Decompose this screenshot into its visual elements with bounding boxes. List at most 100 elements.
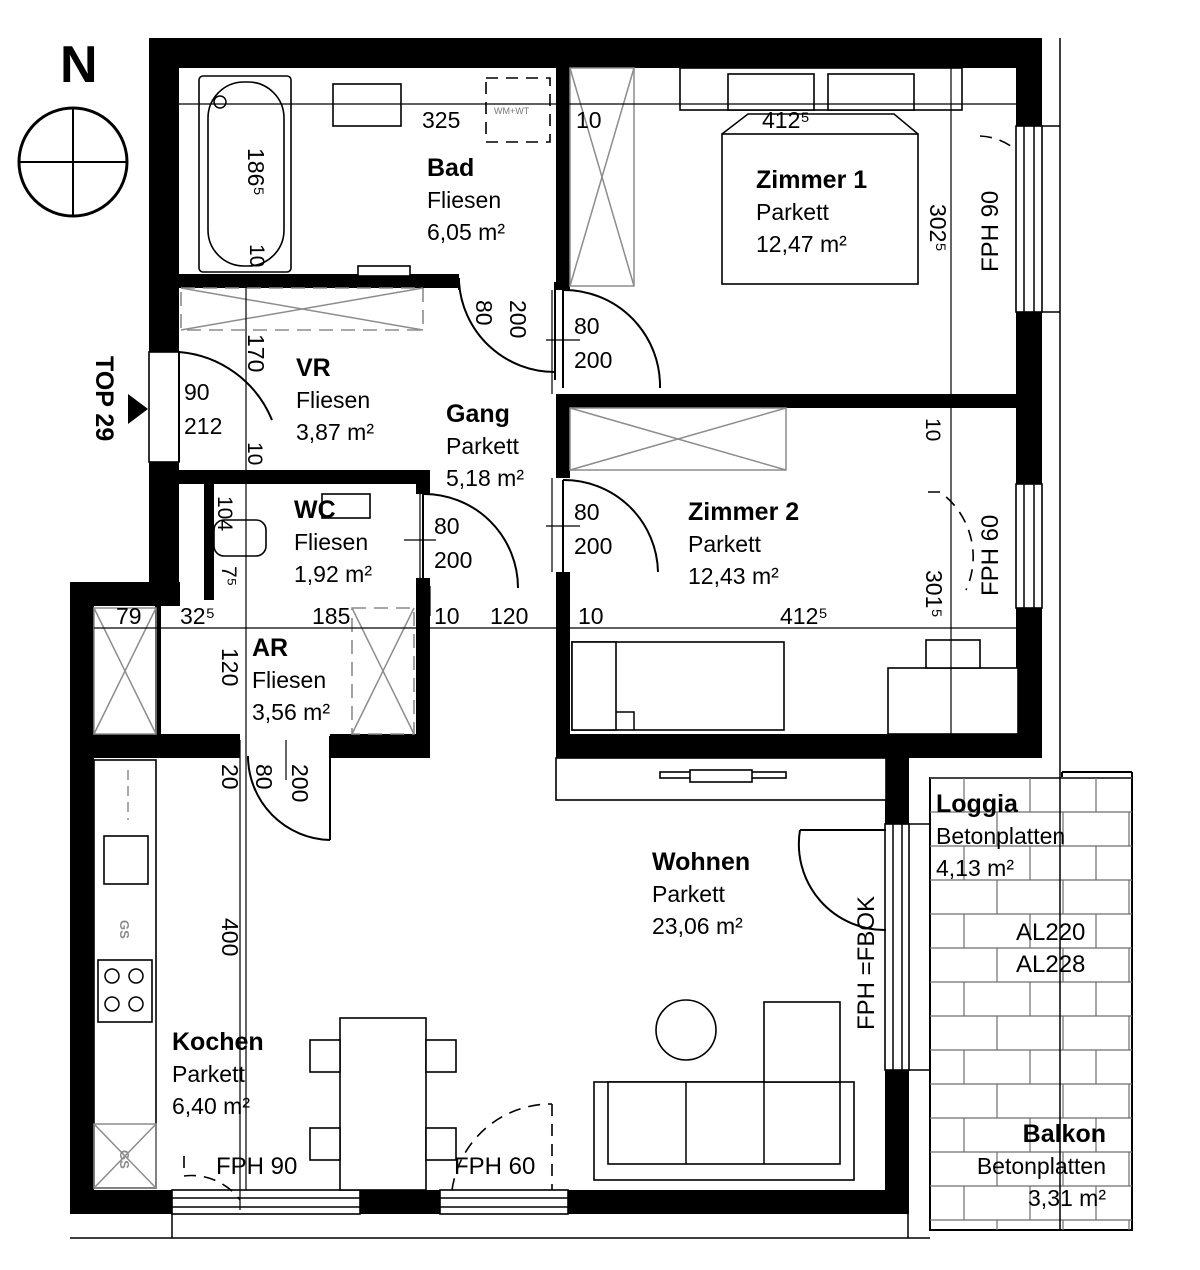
- door-z2-height: 200: [574, 533, 612, 559]
- dim-vr-wall: 10: [243, 442, 266, 465]
- north-indicator: N: [17, 36, 129, 218]
- dim-z2-width: 412⁵: [780, 603, 828, 629]
- room-name-vr: VR: [296, 354, 331, 382]
- wc-sink: [321, 493, 371, 519]
- dim-ar-height: 120: [217, 648, 243, 686]
- room-floor-zimmer1: Parkett: [756, 199, 829, 225]
- door-entry-width: 90: [184, 379, 210, 405]
- dimension-labels: 325 10 186⁵ 10 412⁵ 302⁵ 170 10 10 412⁵ …: [116, 107, 951, 956]
- room-area-ar: 3,56 m²: [252, 699, 330, 725]
- dim-wc-width: 104: [213, 496, 236, 531]
- room-floor-bad: Fliesen: [427, 187, 501, 213]
- windows: [70, 38, 1061, 1239]
- walls: [70, 38, 1042, 1214]
- room-name-wc: WC: [294, 496, 336, 524]
- room-floor-loggia: Betonplatten: [936, 823, 1065, 849]
- dim-bath-length: 186⁵: [243, 148, 269, 196]
- dim-bad-width: 325: [422, 107, 460, 133]
- svg-text:GS: GS: [117, 1150, 132, 1169]
- coffee-table: [655, 999, 717, 1061]
- furniture: WM+WT: [93, 67, 1019, 1191]
- balcony-area: [929, 771, 1133, 1231]
- door-wc-height: 200: [434, 547, 472, 573]
- cooktop: [97, 959, 153, 1023]
- window-z1-label: FPH 90: [977, 191, 1004, 272]
- room-name-bad: Bad: [427, 154, 474, 182]
- room-name-gang: Gang: [446, 400, 510, 428]
- door-z1-width: 80: [574, 313, 600, 339]
- window-labels: FPH 90 FPH 60 FPH =FBOK FPH 90 FPH 60 AL…: [216, 191, 1085, 1180]
- dim-z1-width: 412⁵: [762, 107, 810, 133]
- door-entry-height: 212: [184, 413, 222, 439]
- entrance-label: TOP 29: [90, 356, 118, 441]
- dim-z2-depth: 301⁵: [921, 570, 947, 618]
- svg-text:GS: GS: [117, 920, 132, 939]
- room-name-balkon: Balkon: [1023, 1120, 1106, 1148]
- dim-bath-wall: 10: [245, 244, 268, 267]
- dim-vr-height: 170: [243, 334, 269, 372]
- dim-row-10a: 10: [434, 603, 460, 629]
- room-floor-gang: Parkett: [446, 433, 519, 459]
- room-area-bad: 6,05 m²: [427, 219, 505, 245]
- room-name-zimmer1: Zimmer 1: [756, 166, 867, 194]
- room-area-wohnen: 23,06 m²: [652, 913, 743, 939]
- room-floor-kochen: Parkett: [172, 1061, 245, 1087]
- kitchen-sink: [103, 835, 149, 885]
- room-floor-vr: Fliesen: [296, 387, 370, 413]
- dim-wc-small: 7⁵: [217, 566, 240, 586]
- door-bad-height: 200: [505, 300, 531, 338]
- window-wohnen-label: FPH =FBOK: [853, 896, 880, 1030]
- door-labels: 90 212 80 200 80 200 80 200 80 200 80 20…: [184, 300, 612, 802]
- dining-table: [339, 1017, 427, 1191]
- room-floor-balkon: Betonplatten: [977, 1153, 1106, 1179]
- dim-row-79: 79: [116, 603, 142, 629]
- dim-row-185: 185: [312, 603, 350, 629]
- door-wc-width: 80: [434, 513, 460, 539]
- room-area-wc: 1,92 m²: [294, 561, 372, 587]
- room-area-vr: 3,87 m²: [296, 419, 374, 445]
- room-area-gang: 5,18 m²: [446, 465, 524, 491]
- room-floor-ar: Fliesen: [252, 667, 326, 693]
- room-name-zimmer2: Zimmer 2: [688, 498, 799, 526]
- dim-row-120: 120: [490, 603, 528, 629]
- room-area-kochen: 6,40 m²: [172, 1093, 250, 1119]
- door-z2-width: 80: [574, 499, 600, 525]
- door-bad-width: 80: [471, 300, 497, 326]
- doors: [148, 135, 1017, 1201]
- room-name-wohnen: Wohnen: [652, 848, 750, 876]
- balcony-al1: AL220: [1016, 919, 1085, 946]
- dim-row-10b: 10: [578, 603, 604, 629]
- north-label: N: [60, 36, 98, 94]
- room-labels: Bad Fliesen 6,05 m² Zimmer 1 Parkett 12,…: [172, 154, 1106, 1211]
- svg-text:WM+WT: WM+WT: [494, 106, 530, 116]
- room-name-ar: AR: [252, 634, 288, 662]
- door-z1-height: 200: [574, 347, 612, 373]
- room-floor-wc: Fliesen: [294, 529, 368, 555]
- bathroom-sink: [332, 83, 402, 127]
- dim-z2-wall: 10: [921, 418, 944, 441]
- room-area-zimmer2: 12,43 m²: [688, 563, 779, 589]
- room-floor-wohnen: Parkett: [652, 881, 725, 907]
- dim-kitchen-length: 400: [217, 918, 243, 956]
- window-kochen-right-label: FPH 60: [454, 1153, 535, 1180]
- entrance-arrow: [128, 394, 148, 424]
- door-ar-width: 80: [251, 764, 277, 790]
- room-floor-zimmer2: Parkett: [688, 531, 761, 557]
- room-name-kochen: Kochen: [172, 1028, 264, 1056]
- door-ar-height: 200: [287, 764, 313, 802]
- desk-zimmer2: [887, 667, 1019, 735]
- dim-ar-wall: 20: [217, 764, 243, 790]
- room-name-loggia: Loggia: [936, 790, 1019, 818]
- room-area-balkon: 3,31 m²: [1028, 1185, 1106, 1211]
- dim-bad-wall: 10: [576, 107, 602, 133]
- room-area-zimmer1: 12,47 m²: [756, 231, 847, 257]
- dim-row-32: 32⁵: [180, 603, 215, 629]
- bed-zimmer1: [721, 133, 919, 285]
- toilet: [213, 519, 267, 557]
- dim-z1-depth: 302⁵: [925, 204, 951, 252]
- window-kochen-left-label: FPH 90: [216, 1153, 297, 1180]
- balcony-al2: AL228: [1016, 951, 1085, 978]
- window-z2-label: FPH 60: [977, 515, 1004, 596]
- washer-box: [485, 77, 551, 143]
